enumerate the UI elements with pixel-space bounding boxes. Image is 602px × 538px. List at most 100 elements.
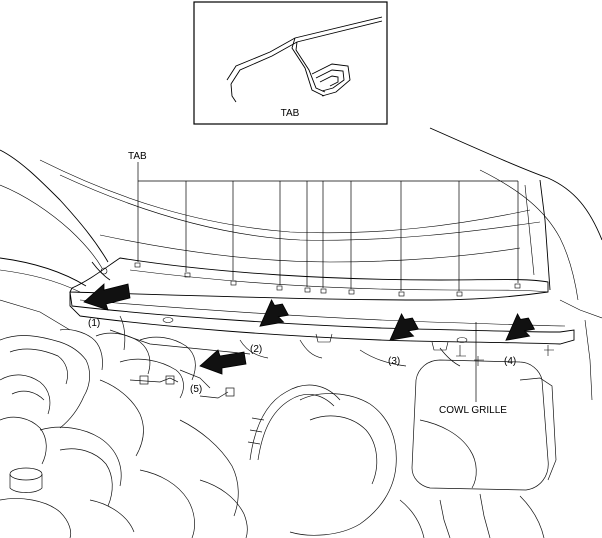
harness-connector-a: [129, 377, 179, 383]
arrow-4: (4): [504, 312, 536, 367]
inset-tab-label: TAB: [281, 108, 300, 119]
mid-hose-2: [139, 469, 195, 538]
arrow-5: (5): [190, 349, 247, 395]
engine-hose-11: [59, 448, 113, 507]
left-strut-line: [0, 299, 71, 331]
cowl-grille-front-edge: [69, 291, 575, 345]
mid-hose-4: [89, 499, 135, 533]
connector-block-1: [139, 375, 149, 385]
connector-block-2: [165, 375, 175, 385]
left-fender-lower-inner: [0, 269, 81, 293]
mid-hose-3: [199, 479, 248, 538]
right-pillar-line: [539, 179, 551, 291]
engine-hose-3: [0, 374, 51, 415]
center-hose-outer: [249, 384, 341, 461]
inset-bend-inner: [295, 41, 326, 93]
hanging-wire-3: [359, 349, 407, 367]
engine-hose-1: [0, 335, 90, 429]
hanging-wire-4: [439, 347, 461, 367]
inset-tab-hook-inner: [315, 69, 345, 92]
right-fender-edge: [429, 127, 602, 241]
battery-box-side: [519, 377, 557, 481]
cowl-grille-panel: [69, 257, 575, 366]
arrow-1-label: (1): [88, 318, 100, 329]
arrow-5-shape: [199, 349, 247, 375]
center-hose-clamps: [247, 417, 265, 445]
inset-bend-outer: [291, 37, 325, 97]
arrow-5-label: (5): [190, 384, 202, 395]
under-clip-stud-3: [544, 345, 554, 356]
engine-hose-12: [0, 416, 47, 465]
engine-hose-10: [39, 426, 122, 487]
engine-hose-9: [99, 379, 144, 457]
inset-tab-hook-core: [319, 75, 339, 87]
cowl-grille-lip: [79, 299, 566, 327]
right-strut-line: [559, 299, 602, 319]
engine-hose-2: [9, 348, 68, 385]
under-clip-stud: [456, 345, 466, 357]
mid-hose-1: [179, 419, 239, 517]
center-hose-inner: [257, 393, 335, 461]
engine-bay: [0, 315, 557, 538]
inset-tab-hook-outer: [311, 63, 351, 97]
reservoir-cap-body: [9, 474, 43, 493]
windshield-line-2: [59, 174, 541, 241]
under-clip-4: [456, 337, 468, 343]
battery-bracket-2: [479, 493, 491, 538]
inset-frame: [193, 1, 388, 125]
removal-arrows: (1) (2) (3) (4) (5): [83, 283, 536, 395]
arrow-2: (2): [250, 298, 290, 355]
windshield-line-3: [99, 234, 521, 263]
inset-panel-line-lower: [230, 20, 383, 85]
engine-hose-6: [95, 332, 151, 375]
left-pivot-line: [91, 261, 111, 281]
right-fender-inner: [479, 169, 579, 301]
inset-panel-tail: [230, 83, 237, 103]
intake-box-outline: [289, 393, 397, 536]
inset-panel-line-upper: [226, 16, 383, 81]
cowl-grille-callout: COWL GRILLE: [439, 322, 507, 416]
hanging-wire-1: [119, 315, 126, 351]
battery-bracket-1: [439, 499, 451, 538]
harness-line-3: [179, 369, 211, 389]
windshield-line-1: [39, 159, 531, 234]
engine-hose-7: [139, 336, 196, 381]
under-clip-2: [315, 333, 333, 343]
arrow-3: (3): [388, 312, 420, 367]
reservoir-cap-top: [9, 467, 43, 481]
engine-hose-5: [59, 329, 103, 371]
arrow-2-label: (2): [250, 344, 262, 355]
left-fender-lower: [0, 257, 87, 287]
battery-box-inner-curve: [419, 419, 477, 489]
tab-leaders: TAB: [128, 151, 519, 291]
arrow-1-shape: [83, 283, 131, 311]
hanging-wire-5: [239, 339, 269, 359]
right-hose-1: [399, 499, 425, 538]
arrow-3-label: (3): [388, 356, 400, 367]
cowl-grille-top-surface: [69, 257, 549, 301]
arrow-4-shape: [505, 312, 536, 341]
under-clip-1: [162, 317, 174, 323]
tab-callout-label: TAB: [128, 151, 147, 162]
tab-detail-inset: TAB: [193, 1, 388, 125]
right-body-line: [584, 319, 593, 401]
panel-clip-holes: [134, 262, 521, 297]
intake-box-inner: [309, 415, 378, 485]
harness-line-2: [199, 391, 229, 399]
under-clip-3: [431, 341, 449, 351]
left-fender-inner: [0, 184, 103, 269]
cowl-grille-ridge: [129, 269, 549, 293]
hanging-wire-2: [299, 339, 323, 359]
harness-line-1: [109, 329, 251, 355]
right-pillar-inner: [524, 184, 535, 276]
arrow-3-shape: [389, 312, 420, 341]
reservoir-body: [0, 498, 72, 538]
cowl-grille-label: COWL GRILLE: [439, 405, 507, 416]
engine-hose-4: [11, 390, 45, 401]
battery-box-outline: [411, 359, 549, 491]
arrow-1: (1): [83, 283, 131, 329]
left-fender-edge: [0, 149, 109, 263]
connector-block-3: [225, 387, 235, 397]
arrow-2-shape: [259, 298, 290, 327]
